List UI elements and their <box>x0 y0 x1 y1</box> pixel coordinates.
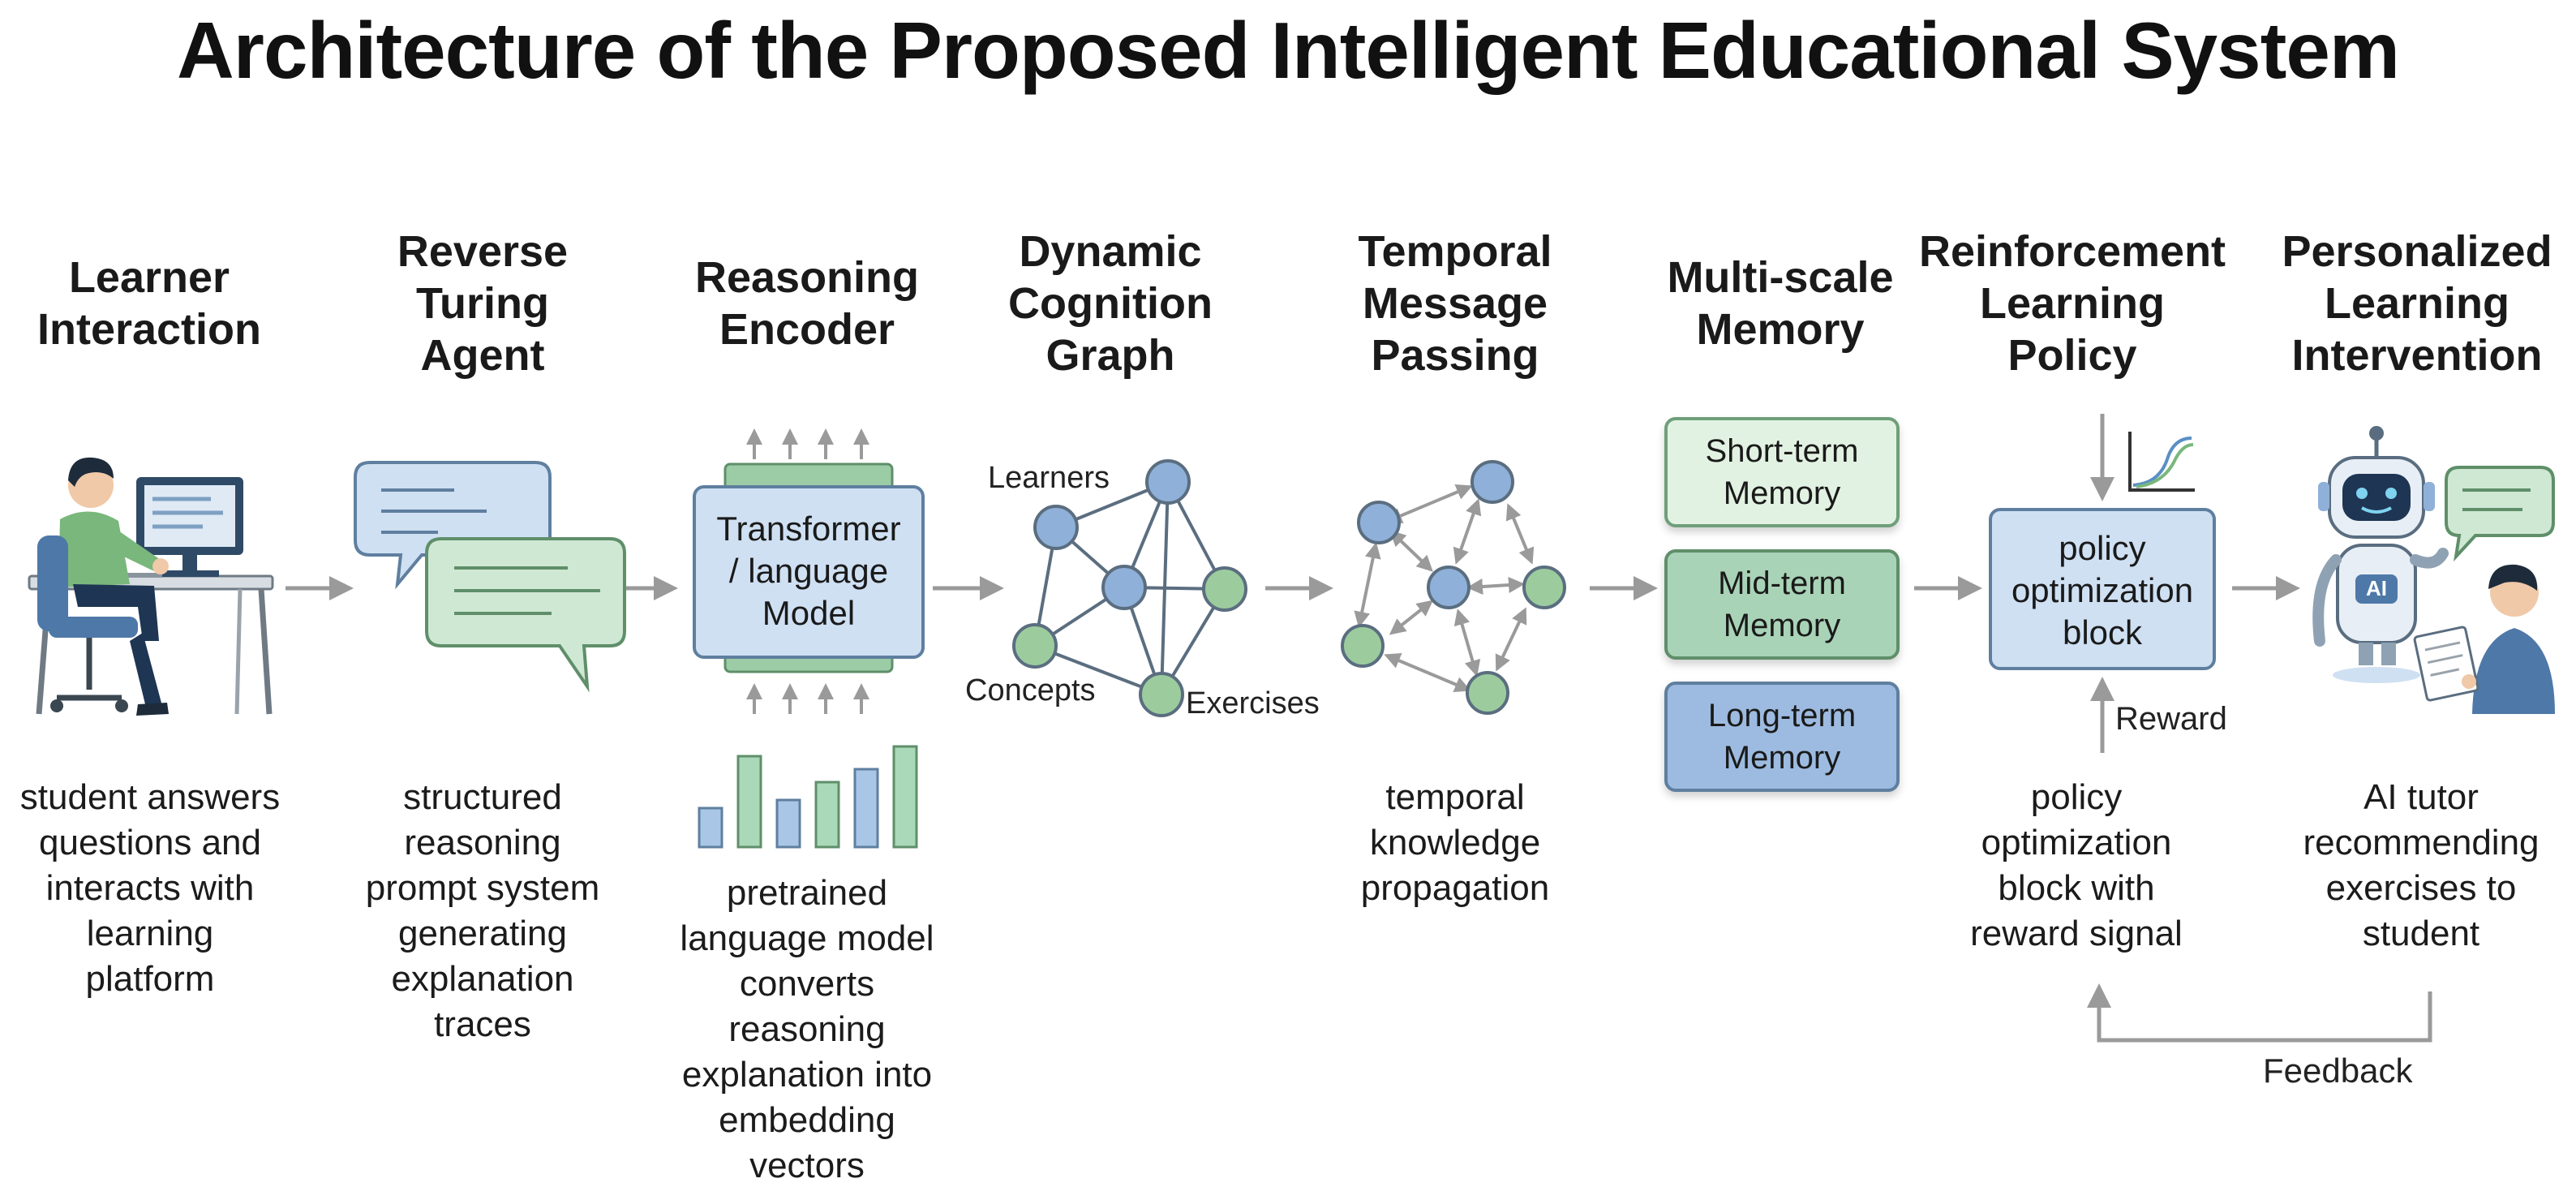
graph-label-concepts: Concepts <box>965 673 1096 708</box>
transformer-language-model-box: Transformer / language Model <box>716 510 901 632</box>
stage-desc-reinforcement-learning-policy: policy optimization block with reward si… <box>1970 777 2183 953</box>
stage-heading-reasoning-encoder: Reasoning Encoder <box>694 253 920 354</box>
stage-desc-learner-interaction: student answers questions and interacts … <box>19 777 281 999</box>
graph-label-exercises: Exercises <box>1186 686 1320 720</box>
mid-term-memory-box: Mid-term Memory <box>1664 549 1900 660</box>
stage-heading-reinforcement-learning-policy: Reinforcement Learning Policy <box>1918 227 2226 380</box>
policy-block-icon <box>1989 414 2216 753</box>
transformer-block-icon <box>693 428 925 714</box>
stage-desc-temporal-message-passing: temporal knowledge propagation <box>1360 777 1550 908</box>
policy-optimization-box: policy optimization block <box>2011 529 2194 652</box>
stage-desc-reverse-turing-agent: structured reasoning prompt system gener… <box>365 777 600 1044</box>
stage-heading-learner-interaction: Learner Interaction <box>36 253 262 354</box>
student-reading-icon <box>2413 564 2555 714</box>
short-term-memory-box: Short-term Memory <box>1664 417 1900 527</box>
ai-tutor-robot-icon <box>2312 426 2555 683</box>
graph-label-learners: Learners <box>988 461 1110 495</box>
feedback-label: Feedback <box>2263 1052 2413 1090</box>
long-term-memory-box: Long-term Memory <box>1664 682 1900 792</box>
chat-bubbles-icon <box>354 461 626 693</box>
cognition-graph-icon <box>1012 459 1247 717</box>
stage-desc-personalized-learning-intervention: AI tutor recommending exercises to stude… <box>2303 777 2540 953</box>
stage-desc-reasoning-encoder: pretrained language model converts reaso… <box>680 873 934 1185</box>
diagram-title: Architecture of the Proposed Intelligent… <box>177 6 2400 95</box>
robot-ai-badge: AI <box>2366 576 2387 600</box>
stage-heading-personalized-learning-intervention: Personalized Learning Intervention <box>2282 227 2552 380</box>
stage-heading-dynamic-cognition-graph: Dynamic Cognition Graph <box>1008 227 1213 380</box>
reward-label: Reward <box>2115 701 2227 737</box>
embedding-bars-icon <box>698 745 918 849</box>
stage-heading-reverse-turing-agent: Reverse Turing Agent <box>397 227 569 380</box>
stage-heading-multi-scale-memory: Multi-scale Memory <box>1667 253 1894 354</box>
feedback-loop-arrow <box>2087 983 2432 1043</box>
message-passing-icon <box>1341 460 1566 715</box>
stage-heading-temporal-message-passing: Temporal Message Passing <box>1358 227 1552 380</box>
learner-at-computer-icon <box>28 457 274 716</box>
